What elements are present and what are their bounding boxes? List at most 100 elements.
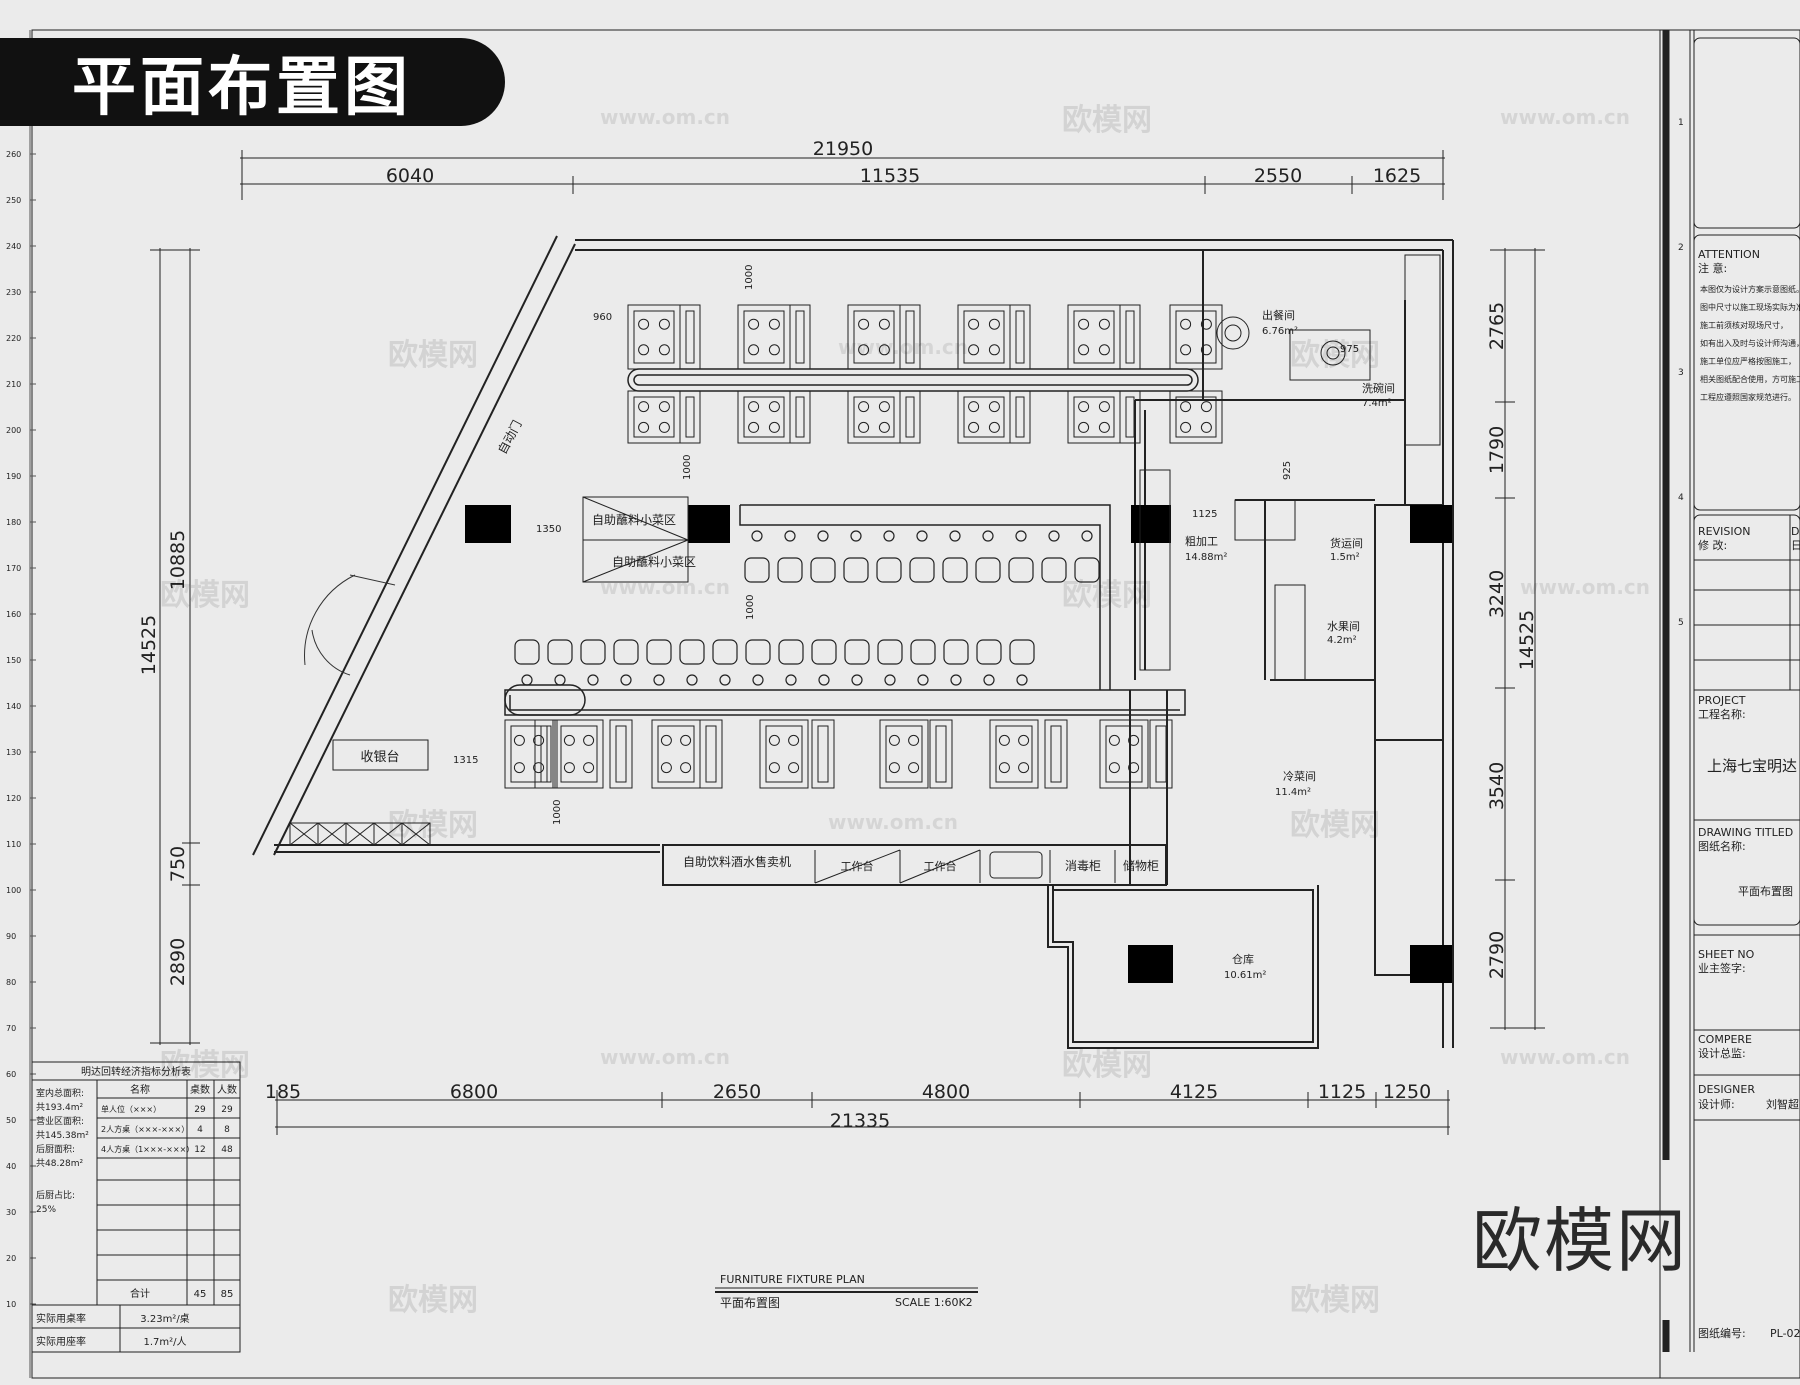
dim-bottom-seg-7: 1250: [1383, 1081, 1431, 1103]
stool: [778, 639, 804, 665]
room-name-5: 水果间: [1327, 620, 1360, 633]
dim-inner-9: 925: [1282, 461, 1293, 480]
date-zh: 日: [1791, 539, 1800, 552]
analysis-row-tables: 12: [194, 1145, 205, 1155]
seat-marker: [917, 674, 929, 686]
dim-bottom-total: 21335: [830, 1110, 890, 1132]
room-name-4: 仓库: [1232, 952, 1254, 966]
dim-left-seg-2: 750: [167, 846, 189, 882]
ruler-label: 240: [6, 242, 21, 251]
stool: [910, 639, 936, 665]
ruler-label: 100: [6, 886, 21, 895]
booth-table: [699, 719, 723, 789]
analysis-row-tables: 4: [197, 1125, 203, 1135]
analysis-header-name: 名称: [130, 1083, 150, 1096]
date-en: DA: [1791, 525, 1800, 538]
seat-marker: [884, 674, 896, 686]
row-number: 4: [1678, 493, 1684, 503]
dim-right-seg-1: 2765: [1486, 302, 1508, 350]
sheet-frame: [31, 29, 1800, 1379]
revision-en: REVISION: [1698, 525, 1750, 538]
seat-marker: [1048, 530, 1060, 542]
booth-table: [789, 304, 811, 370]
stool: [679, 639, 705, 665]
page-title-badge: 平面布置图: [0, 38, 505, 126]
analysis-note: 共193.4m²: [36, 1102, 84, 1113]
room-name-0: 出餐间: [1262, 308, 1295, 322]
stool: [547, 639, 573, 665]
seat-marker: [751, 530, 763, 542]
booth-table: [1009, 304, 1031, 370]
stool: [1008, 557, 1034, 583]
analysis-left-notes: 室内总面积:共193.4m²营业区面积:共145.38m²后厨面积:共48.28…: [36, 1087, 89, 1215]
dim-inner-6: 1000: [552, 800, 563, 825]
seat-marker: [521, 674, 533, 686]
compere-zh: 设计总监:: [1698, 1046, 1746, 1060]
ruler-label: 180: [6, 518, 21, 527]
dim-right-seg-2: 1790: [1486, 426, 1508, 474]
dim-inner-5: 1315: [453, 755, 478, 766]
analysis-row-people: 8: [224, 1125, 230, 1135]
room-area-5: 4.2m²: [1327, 635, 1357, 646]
row-number: 5: [1678, 618, 1684, 628]
attention-note: 施工前须核对现场尺寸，: [1700, 320, 1788, 330]
analysis-row-name: 4人方桌（1×××-×××）: [101, 1144, 194, 1154]
booth-table: [929, 719, 953, 789]
booth-table: [1169, 304, 1223, 370]
seat-marker: [850, 530, 862, 542]
attention-note: 本图仅为设计方案示意图纸。: [1700, 284, 1800, 294]
designer-name: 刘智超: [1766, 1097, 1799, 1111]
booth-table: [1149, 719, 1173, 789]
stool: [646, 639, 672, 665]
booth-table: [1067, 390, 1121, 444]
analysis-header-people: 人数: [217, 1083, 237, 1096]
stool: [976, 639, 1002, 665]
dim-top-seg-1: 6040: [386, 165, 434, 187]
dim-inner-2: 1000: [682, 455, 693, 480]
booth-table: [847, 390, 901, 444]
booth-table: [504, 719, 554, 789]
dim-bottom-seg-3: 2650: [713, 1081, 761, 1103]
seat-marker: [784, 530, 796, 542]
storage-cabinet-label: 储物柜: [1123, 858, 1159, 873]
structural-columns: [465, 505, 1452, 983]
booth-table: [554, 719, 604, 789]
attention-note: 工程应遵照国家规范进行。: [1700, 392, 1796, 402]
project-zh: 工程名称:: [1698, 707, 1746, 721]
stool: [810, 557, 836, 583]
left-dimensions: [150, 248, 200, 1045]
dim-left-total: 14525: [138, 615, 160, 675]
dim-inner-1: 1000: [744, 265, 755, 290]
analysis-note: 室内总面积:: [36, 1087, 84, 1099]
booth-table: [899, 390, 921, 444]
seat-marker: [719, 674, 731, 686]
ruler-label: 230: [6, 288, 21, 297]
analysis-row-name: 单人位（×××）: [101, 1104, 161, 1114]
brand-watermark: 欧模网: [1472, 1200, 1688, 1282]
stool: [943, 639, 969, 665]
booth-table: [651, 719, 701, 789]
ruler-label: 90: [6, 932, 16, 941]
drawing-zh: 图纸名称:: [1698, 839, 1746, 853]
dim-top-seg-3: 2550: [1254, 165, 1302, 187]
seat-marker: [752, 674, 764, 686]
dim-left-seg-3: 2890: [167, 938, 189, 986]
dim-inner-3: 1350: [536, 524, 561, 535]
dim-bottom-seg-2: 6800: [450, 1081, 498, 1103]
stool: [580, 639, 606, 665]
kitchen-equipment: [1139, 254, 1441, 681]
ruler-label: 50: [6, 1116, 16, 1125]
attention-zh: 注 意:: [1698, 261, 1727, 275]
ruler-label: 70: [6, 1024, 16, 1033]
drawing-name: 平面布置图: [1738, 885, 1793, 898]
ruler-label: 120: [6, 794, 21, 803]
self-service-islands: [582, 496, 689, 583]
sheet-zh: 业主签字:: [1698, 961, 1746, 975]
ruler-label: 150: [6, 656, 21, 665]
drinks-machine-label: 自助饮料酒水售卖机: [683, 854, 791, 869]
row-number: 2: [1678, 243, 1684, 253]
project-en: PROJECT: [1698, 694, 1746, 707]
stool: [843, 557, 869, 583]
dim-bottom-seg-6: 1125: [1318, 1081, 1366, 1103]
